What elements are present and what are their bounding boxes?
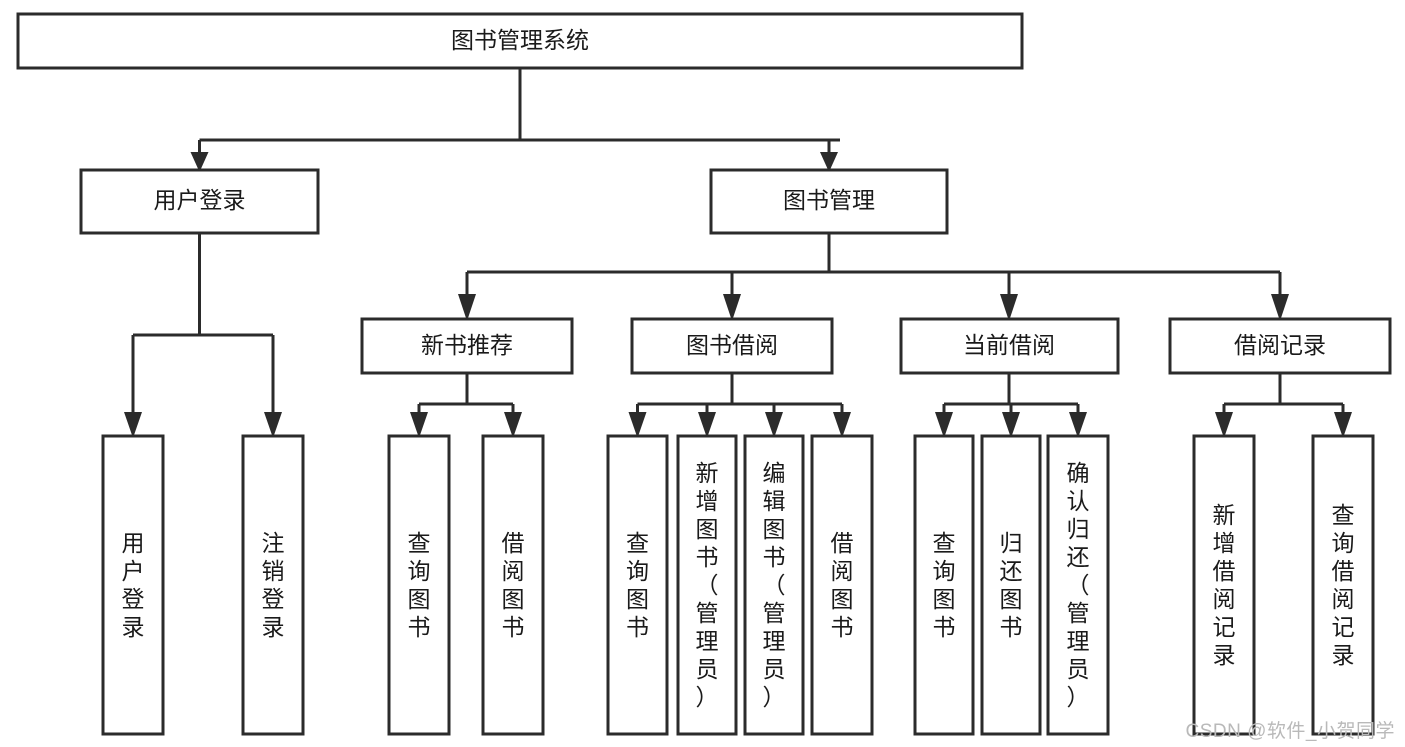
arrow-to-user-login (190, 152, 209, 172)
node-leaf-edit-book-label: 编辑图书（管理员） (763, 460, 786, 710)
node-leaf-add-book-box[interactable] (676, 434, 738, 736)
node-leaf-query-borrow-record-box[interactable] (1311, 434, 1375, 736)
node-leaf-add-borrow-record[interactable]: 新增借阅记录 (1192, 434, 1256, 736)
node-borrow-record-box[interactable] (1168, 317, 1392, 375)
node-leaf-return-book-box[interactable] (980, 434, 1042, 736)
node-leaf-query-book-3-box[interactable] (913, 434, 975, 736)
node-user-login[interactable]: 用户登录 (79, 168, 320, 235)
node-book-borrow[interactable]: 图书借阅 (630, 317, 834, 375)
edge-book-borrow-trunk (636, 373, 844, 418)
arrow-to-leaf-user-login (124, 412, 142, 438)
node-current-borrow-box[interactable] (899, 317, 1120, 375)
connector-group-root-to-level2 (190, 68, 840, 172)
node-leaf-borrow-book-1-label: 借阅图书 (502, 530, 525, 640)
connector-group-borrow-record-to-leaves (1215, 373, 1352, 438)
arrow-to-book-borrow (723, 294, 741, 321)
node-leaf-borrow-book-1-box[interactable] (481, 434, 545, 736)
node-leaf-confirm-return-box[interactable] (1046, 434, 1110, 736)
arrow-to-leaf-borrow-book-2 (833, 412, 851, 438)
node-leaf-confirm-return[interactable]: 确认归还（管理员） (1046, 434, 1110, 736)
connector-group-book-borrow-to-leaves (628, 373, 851, 438)
node-leaf-user-login-label: 用户登录 (122, 530, 145, 640)
node-leaf-add-borrow-record-label: 新增借阅记录 (1213, 502, 1236, 668)
node-leaf-query-book-2-box[interactable] (606, 434, 669, 736)
node-leaf-return-book-label: 归还图书 (1000, 530, 1023, 640)
edge-new-book-recommend-trunk (417, 373, 515, 418)
csdn-watermark: CSDN @软件_小贺同学 (1185, 721, 1395, 742)
node-leaf-add-book[interactable]: 新增图书（管理员） (676, 434, 738, 736)
node-book-management-label: 图书管理 (783, 187, 875, 213)
node-leaf-logout-login[interactable]: 注销登录 (241, 434, 305, 736)
node-leaf-borrow-book-2-box[interactable] (810, 434, 874, 736)
node-leaf-edit-book-box[interactable] (743, 434, 805, 736)
arrow-to-leaf-return-book (1002, 412, 1020, 438)
node-leaf-return-book[interactable]: 归还图书 (980, 434, 1042, 736)
node-leaf-add-book-label: 新增图书（管理员） (696, 460, 719, 710)
connector-group-new-book-recommend-to-leaves (410, 373, 522, 438)
node-leaf-query-book-2[interactable]: 查询图书 (606, 434, 669, 736)
arrow-to-book-management (820, 152, 838, 172)
node-book-management-box[interactable] (709, 168, 949, 235)
node-user-login-label: 用户登录 (154, 187, 246, 213)
node-book-borrow-label: 图书借阅 (686, 332, 778, 358)
node-leaf-confirm-return-label: 确认归还（管理员） (1067, 460, 1090, 710)
node-leaf-add-borrow-record-box[interactable] (1192, 434, 1256, 736)
node-leaf-query-borrow-record-label: 查询借阅记录 (1332, 502, 1355, 668)
arrow-to-new-book-recommend (458, 294, 476, 321)
edge-user-login-trunk (131, 233, 275, 418)
node-leaf-query-book-3[interactable]: 查询图书 (913, 434, 975, 736)
node-new-book-recommend-label: 新书推荐 (421, 332, 513, 358)
node-leaf-query-borrow-record[interactable]: 查询借阅记录 (1311, 434, 1375, 736)
arrow-to-leaf-query-book-2 (628, 412, 647, 438)
node-leaf-query-book-1[interactable]: 查询图书 (387, 434, 451, 736)
node-leaf-user-login[interactable]: 用户登录 (101, 434, 165, 736)
node-new-book-recommend-box[interactable] (360, 317, 574, 375)
node-current-borrow[interactable]: 当前借阅 (899, 317, 1120, 375)
edge-root-trunk (198, 68, 840, 156)
node-new-book-recommend[interactable]: 新书推荐 (360, 317, 574, 375)
node-current-borrow-label: 当前借阅 (963, 332, 1055, 358)
node-leaf-query-book-2-label: 查询图书 (626, 530, 649, 640)
node-root-system[interactable]: 图书管理系统 (16, 12, 1024, 70)
node-leaf-logout-login-box[interactable] (241, 434, 305, 736)
arrow-to-leaf-query-book-3 (935, 412, 953, 438)
node-leaf-edit-book[interactable]: 编辑图书（管理员） (743, 434, 805, 736)
node-root-system-box[interactable] (16, 12, 1024, 70)
node-book-management[interactable]: 图书管理 (709, 168, 949, 235)
node-user-login-box[interactable] (79, 168, 320, 235)
edge-book-management-trunk (465, 233, 1282, 300)
arrow-to-leaf-confirm-return (1069, 412, 1087, 438)
node-leaf-query-book-3-label: 查询图书 (933, 530, 956, 640)
edge-borrow-record-trunk (1222, 373, 1345, 418)
arrow-to-leaf-query-borrow-record (1334, 412, 1352, 438)
arrow-to-leaf-add-book (698, 412, 716, 438)
node-book-borrow-box[interactable] (630, 317, 834, 375)
node-leaf-user-login-box[interactable] (101, 434, 165, 736)
node-leaf-query-book-1-label: 查询图书 (408, 530, 431, 640)
node-borrow-record[interactable]: 借阅记录 (1168, 317, 1392, 375)
connector-group-book-management-to-level3 (458, 233, 1289, 321)
node-leaf-borrow-book-1[interactable]: 借阅图书 (481, 434, 545, 736)
arrow-to-leaf-add-borrow-record (1215, 412, 1233, 438)
connector-group-user-login-to-leaves (124, 233, 282, 438)
arrow-to-borrow-record (1271, 294, 1289, 321)
connector-group-current-borrow-to-leaves (935, 373, 1087, 438)
node-leaf-query-book-1-box[interactable] (387, 434, 451, 736)
node-borrow-record-label: 借阅记录 (1234, 332, 1326, 358)
arrow-to-current-borrow (1000, 294, 1018, 321)
arrow-to-leaf-logout-login (264, 412, 282, 438)
arrow-to-leaf-edit-book (765, 412, 783, 438)
node-root-system-label: 图书管理系统 (451, 27, 589, 53)
node-leaf-logout-login-label: 注销登录 (262, 530, 285, 640)
arrow-to-leaf-query-book-1 (410, 412, 428, 438)
node-leaf-borrow-book-2[interactable]: 借阅图书 (810, 434, 874, 736)
node-leaf-borrow-book-2-label: 借阅图书 (831, 530, 854, 640)
edge-current-borrow-trunk (942, 373, 1080, 418)
arrow-to-leaf-borrow-book-1 (504, 412, 522, 438)
